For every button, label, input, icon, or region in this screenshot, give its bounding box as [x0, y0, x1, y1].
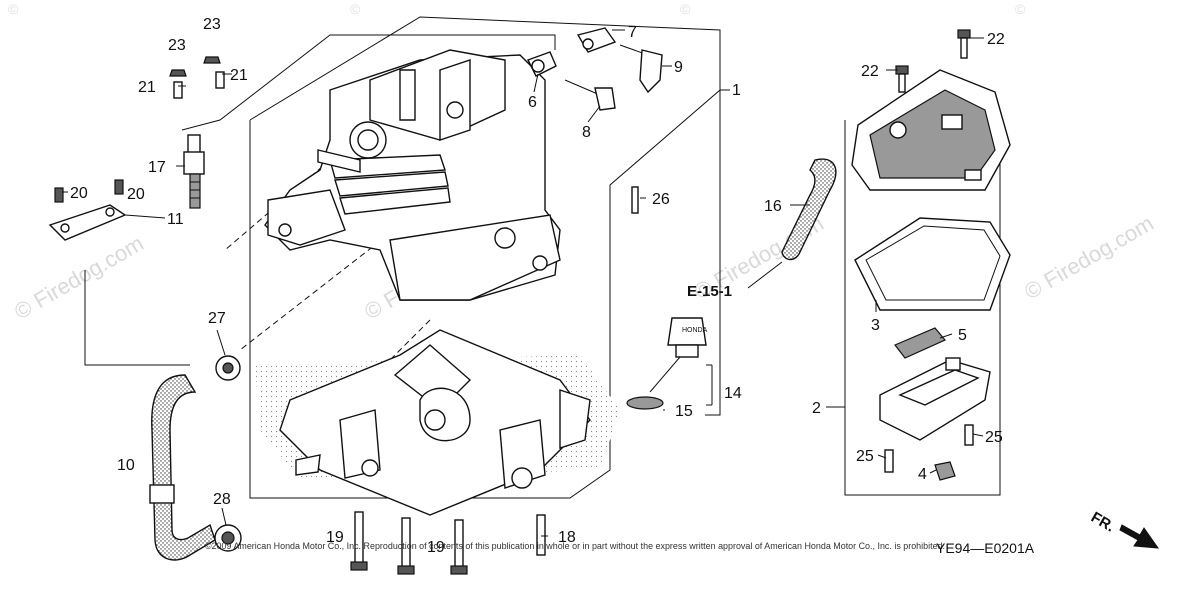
callout-21-b: 21: [230, 67, 248, 84]
leader-lines: [62, 29, 984, 537]
callout-11: 11: [167, 211, 184, 228]
nut-21-23-right: [203, 56, 225, 89]
gasket-3: [854, 217, 1011, 311]
clamp-27: [215, 355, 241, 381]
svg-text:HONDA: HONDA: [682, 327, 708, 334]
watermark-corner-4: ©: [1015, 1, 1026, 17]
callout-18: 18: [558, 529, 576, 546]
watermark-corner-1: ©: [8, 1, 19, 17]
callout-9: 9: [674, 59, 683, 76]
callout-28: 28: [213, 491, 231, 508]
callout-15: 15: [675, 403, 693, 420]
bolt-19-a: [350, 511, 368, 571]
callout-17: 17: [148, 159, 166, 176]
callout-20-a: 20: [70, 185, 88, 202]
callout-10: 10: [117, 457, 135, 474]
breather-tube-16: [781, 158, 837, 261]
bolt-19-c: [450, 519, 468, 575]
callout-3: 3: [871, 317, 880, 334]
nut-21-23-left: [169, 69, 187, 99]
bolt-22-right: [957, 29, 971, 59]
part-6: [527, 51, 557, 77]
cylinder-assembly: [264, 49, 561, 301]
callout-5: 5: [958, 327, 967, 344]
callout-25-a: 25: [856, 448, 874, 465]
callout-26: 26: [652, 191, 670, 208]
callout-25-b: 25: [985, 429, 1003, 446]
callout-1: 1: [732, 82, 741, 99]
callout-4: 4: [918, 466, 927, 483]
callout-21-a: 21: [138, 79, 156, 96]
front-arrow-icon: [1119, 524, 1160, 549]
watermark-right: © Firedog.com: [1020, 210, 1158, 304]
bolt-19-b: [397, 517, 415, 575]
front-direction-indicator: FR.: [1088, 509, 1160, 549]
callout-23-a: 23: [168, 37, 186, 54]
callout-7: 7: [628, 24, 637, 41]
callout-2: 2: [812, 400, 821, 417]
diagram-code: YE94—E0201A: [936, 540, 1035, 556]
bolt-18: [536, 514, 546, 556]
crankcase-assembly: [255, 329, 620, 516]
front-direction-label: FR.: [1088, 509, 1117, 536]
callout-22-b: 22: [987, 31, 1005, 48]
nut-4: [934, 461, 956, 481]
breather-hose-10: [149, 374, 216, 561]
callout-14: 14: [724, 385, 742, 402]
dowel-pin-26: [631, 186, 639, 214]
callout-6: 6: [528, 94, 537, 111]
head-cover: [851, 69, 1011, 191]
spark-plug: [183, 134, 205, 209]
clamp-28: [214, 524, 242, 552]
section-reference: E-15-1: [687, 283, 732, 300]
callout-8: 8: [582, 124, 591, 141]
watermark-corner-2: ©: [350, 1, 361, 17]
callout-27: 27: [208, 310, 226, 327]
o-ring-15: [626, 396, 664, 410]
callout-labels: 1 2 3 4 5 6 7 8 9 10 11 14 15 16 17 18 1…: [70, 16, 1005, 556]
copyright-notice: ©2009 American Honda Motor Co., Inc. Rep…: [205, 541, 945, 551]
bolt-25-right: [964, 424, 974, 446]
breather-case-2: [879, 357, 991, 441]
watermark-corner-3: ©: [680, 1, 691, 17]
part-7: [576, 27, 617, 53]
callout-20-b: 20: [127, 186, 145, 203]
watermark-left: © Firedog.com: [10, 230, 148, 324]
callout-19-b: 19: [427, 539, 445, 556]
callout-16: 16: [764, 198, 782, 215]
part-8: [564, 79, 616, 111]
oil-dipstick-14: HONDA: [649, 317, 708, 393]
element-5: [894, 327, 946, 359]
part-9: [619, 44, 663, 94]
bolt-25-left: [884, 449, 894, 473]
callout-23-b: 23: [203, 16, 221, 33]
callout-19-a: 19: [326, 529, 344, 546]
callout-22-a: 22: [861, 63, 879, 80]
